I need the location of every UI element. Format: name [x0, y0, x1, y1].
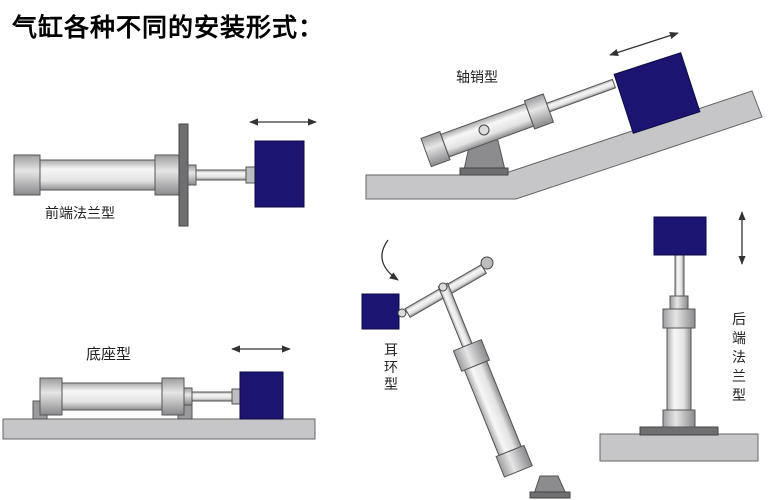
label-ear-ring-2: 环: [384, 360, 398, 376]
flange-plate: [178, 123, 189, 227]
rod-clevis-pin: [438, 282, 448, 292]
rear-flange-plate: [639, 426, 719, 436]
trunnion-pin: [478, 124, 490, 136]
trunnion-base: [459, 167, 509, 176]
piston-rod: [191, 391, 233, 402]
base-surface: [2, 418, 316, 440]
piston-rod: [195, 169, 247, 181]
label-rear-flange-5: 型: [732, 388, 746, 404]
piston-rod: [674, 254, 685, 297]
pin-axle-mount: 轴销型: [365, 32, 763, 200]
label-front-flange: 前端法兰型: [45, 205, 115, 222]
cylinder-barrel: [61, 382, 163, 411]
cylinder-front-cap: [154, 154, 180, 196]
label-rear-flange-3: 法: [732, 350, 746, 366]
label-base-seat: 底座型: [86, 345, 131, 363]
base-seat-mount: 底座型: [2, 345, 316, 440]
cylinder-barrel: [39, 159, 156, 191]
clevis-pin-left: [397, 308, 407, 318]
cylinder-rear-cap: [13, 154, 41, 196]
ear-base: [529, 491, 571, 499]
load-block: [653, 216, 707, 256]
label-rear-flange-2: 端: [732, 331, 746, 347]
cylinder-rear-cap: [39, 377, 63, 416]
rod-gland: [183, 387, 193, 406]
rod-end: [245, 166, 256, 184]
ear-ring-mount: 耳 环 型: [361, 239, 571, 499]
cylinder-barrel: [666, 327, 692, 411]
cylinder-barrel: [463, 360, 522, 457]
cylinder-front-cap: [161, 377, 185, 416]
label-rear-flange-4: 兰: [732, 369, 746, 385]
rod-gland: [187, 164, 197, 186]
label-pin-axle: 轴销型: [456, 70, 498, 86]
motion-arrow: [609, 32, 679, 56]
load-block: [361, 293, 400, 330]
load-block: [613, 52, 701, 134]
rotation-arrow: [381, 239, 399, 281]
cylinder-rear-cap: [495, 444, 533, 478]
cylinder-front-cap: [662, 308, 696, 329]
rear-flange-mount: 后 端 法 兰 型: [599, 211, 759, 462]
piston-rod: [545, 78, 617, 113]
label-ear-ring-1: 耳: [384, 343, 398, 359]
arm-pivot-knob: [480, 256, 494, 270]
page-title: 气缸各种不同的安装形式：: [12, 13, 325, 42]
rod-gland: [669, 295, 689, 310]
ear-bracket: [533, 475, 567, 495]
load-block: [254, 140, 305, 208]
label-rear-flange-1: 后: [732, 312, 746, 328]
front-flange-mount: 前端法兰型: [13, 118, 317, 227]
piston-rod: [437, 282, 473, 348]
base-surface: [599, 433, 759, 462]
load-block: [239, 371, 284, 420]
cylinder-rear-cap: [662, 409, 696, 428]
label-ear-ring-3: 型: [384, 377, 398, 393]
rod-end: [231, 388, 241, 405]
